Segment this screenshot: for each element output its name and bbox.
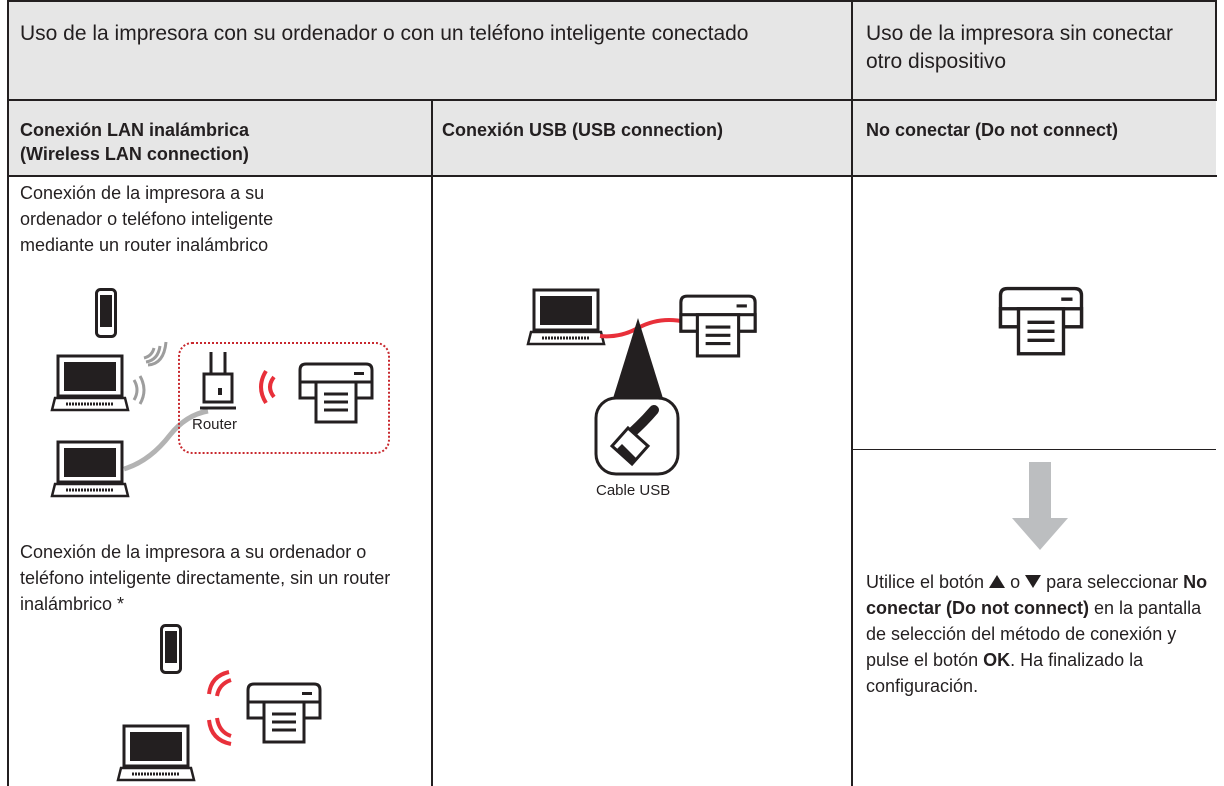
wlan-router-text: Conexión de la impresora a su ordenador … — [20, 183, 274, 255]
printer-icon — [679, 294, 757, 358]
column-none-title: No conectar (Do not connect) — [866, 120, 1119, 140]
triangle-up-icon — [989, 575, 1006, 588]
smartphone-icon — [160, 624, 182, 674]
triangle-down-icon — [1025, 575, 1042, 588]
zoom-callout — [610, 318, 666, 408]
divider-standalone — [851, 0, 853, 786]
wifi-waves-icon — [207, 717, 232, 746]
laptop-icon — [50, 354, 130, 412]
usb-plug-icon — [594, 396, 680, 476]
header-connected-title: Uso de la impresora con su ordenador o c… — [20, 22, 749, 45]
printer-icon — [998, 286, 1084, 356]
laptop-icon — [116, 724, 196, 782]
column-header-row — [8, 100, 1216, 176]
column-usb-title: Conexión USB (USB connection) — [442, 120, 724, 140]
router-icon — [200, 352, 236, 410]
laptop-icon — [526, 288, 606, 346]
wifi-waves-icon — [143, 341, 168, 367]
wlan-direct-text: Conexión de la impresora a su ordenador … — [20, 542, 391, 614]
header-row — [8, 0, 1216, 100]
printer-icon — [246, 682, 322, 744]
none-instructions: Utilice el botón o para seleccionar No c… — [866, 572, 1208, 696]
arrow-down-icon — [1012, 462, 1068, 550]
smartphone-icon — [95, 288, 117, 338]
divider-header — [7, 99, 1217, 101]
wifi-waves-icon — [132, 375, 146, 405]
cable — [123, 408, 209, 472]
router-label: Router — [192, 416, 238, 433]
wifi-waves-icon — [207, 670, 232, 697]
border-top — [7, 0, 1217, 2]
border-left — [7, 0, 9, 786]
column-wlan-title: Conexión LAN inalámbrica (Wireless LAN c… — [20, 120, 250, 164]
divider-column-header — [7, 175, 1217, 177]
divider-none-column — [852, 449, 1216, 450]
divider-usb — [431, 100, 433, 786]
printer-icon — [298, 362, 374, 424]
border-right — [1215, 0, 1217, 100]
header-standalone-title: Uso de la impresora sin conectar otro di… — [866, 22, 1173, 73]
laptop-icon — [50, 440, 130, 498]
wifi-waves-icon — [259, 369, 276, 405]
usb-cable-label: Cable USB — [596, 482, 671, 499]
router-group-frame — [178, 342, 390, 454]
